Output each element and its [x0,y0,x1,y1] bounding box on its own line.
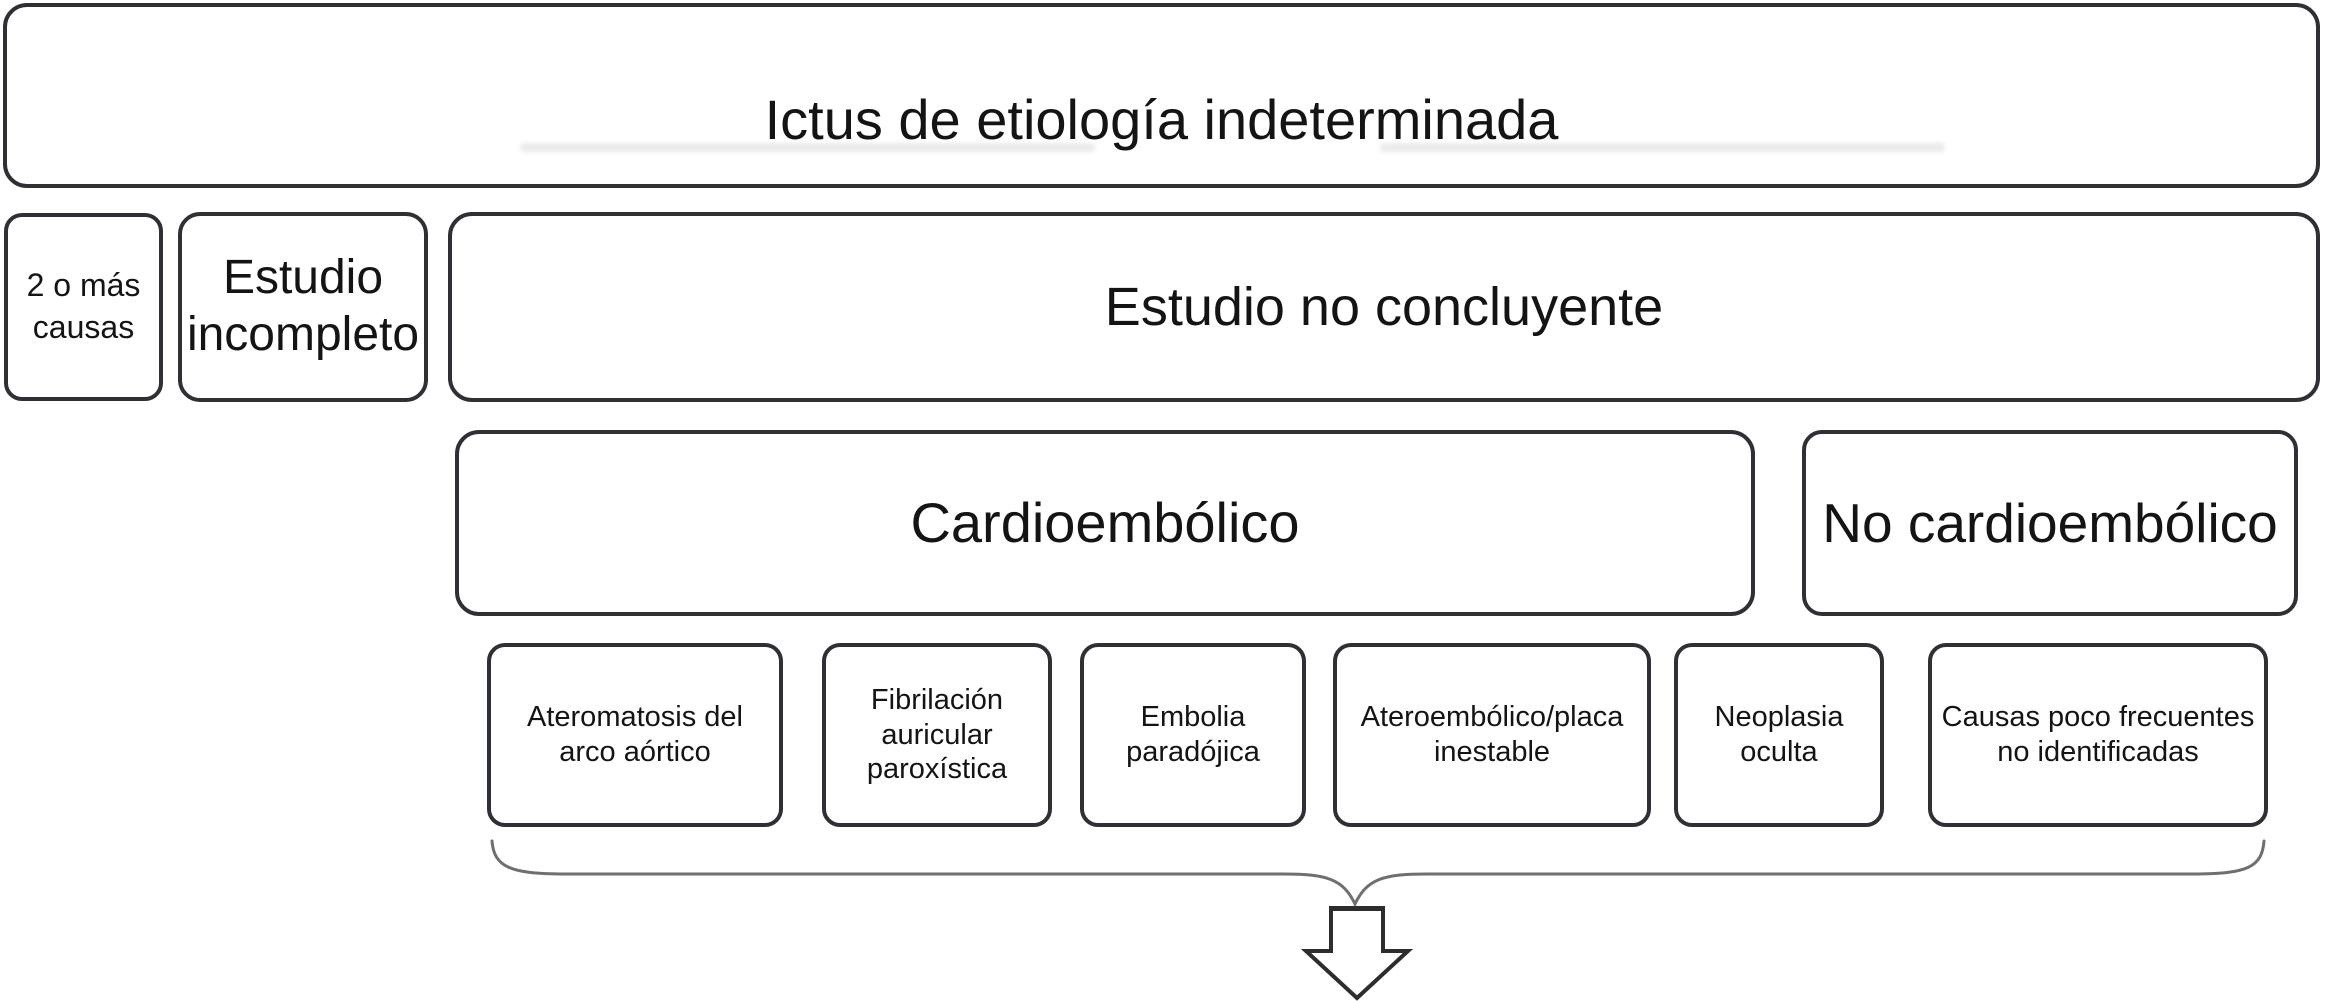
node-ateroembolico-placa-inestable: Ateroembólico/placa inestable [1333,643,1651,827]
node-neoplasia-oculta: Neoplasia oculta [1674,643,1884,827]
node-no-cardioembolico-label: No cardioembólico [1822,491,2278,554]
node-ictus-label: Ictus de etiología indeterminada [764,88,1559,151]
node-fibrilacion-label: Fibrilación auricular paroxística [866,683,1008,786]
node-fibrilacion-auricular-paroxistica: Fibrilación auricular paroxística [822,643,1052,827]
faint-print-artifact [520,143,1095,152]
node-estudio-incompleto-label: Estudio incompleto [186,251,420,361]
node-no-cardioembolico: No cardioembólico [1802,430,2298,616]
node-causas-poco-frecuentes: Causas poco frecuentes no identificadas [1928,643,2268,827]
node-estudio-no-concluyente: Estudio no concluyente [448,212,2320,402]
node-estudio-no-concluyente-label: Estudio no concluyente [1104,277,1664,337]
node-estudio-incompleto: Estudio incompleto [178,212,428,402]
node-ictus-indeterminada: Ictus de etiología indeterminada [3,3,2320,188]
node-ateroembolico-label: Ateroembólico/placa inestable [1360,701,1624,768]
node-2-o-mas-causas-label: 2 o más causas [26,267,141,345]
node-neoplasia-label: Neoplasia oculta [1714,701,1844,768]
node-2-o-mas-causas: 2 o más causas [4,213,163,401]
faint-print-artifact [1380,143,1945,152]
node-ateromatosis-label: Ateromatosis del arco aórtico [527,701,743,768]
node-ateromatosis-arco-aortico: Ateromatosis del arco aórtico [487,643,783,827]
curly-brace-icon [490,839,2266,908]
node-causas-poco-frecuentes-label: Causas poco frecuentes no identificadas [1941,701,2255,768]
node-cardioembolico: Cardioembólico [455,430,1755,616]
node-embolia-label: Embolia paradójica [1126,701,1260,768]
node-cardioembolico-label: Cardioembólico [910,491,1300,554]
down-arrow-icon [1300,907,1414,1001]
node-embolia-paradojica: Embolia paradójica [1080,643,1306,827]
